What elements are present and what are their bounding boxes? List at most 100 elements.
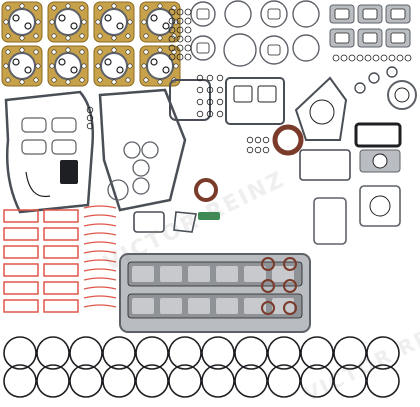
head-gasket: [47, 1, 89, 43]
bolt-hole: [33, 49, 39, 55]
thermostat-gasket: [359, 185, 401, 227]
oil-port: [104, 14, 112, 22]
liner-oring: [267, 336, 301, 370]
bolt-hole: [33, 77, 39, 83]
liner-orings-group: [3, 336, 400, 398]
bolt-hole: [111, 35, 117, 41]
red-gasket: [43, 227, 79, 241]
drain-seal: [283, 257, 297, 271]
seal-ring: [388, 54, 396, 62]
bolt-hole: [111, 47, 117, 53]
bolt-hole: [79, 49, 85, 55]
red-gasket: [43, 209, 79, 223]
bolt-hole: [19, 47, 25, 53]
small-oring: [176, 53, 184, 61]
small-oring: [168, 44, 176, 52]
small-oring: [168, 17, 176, 25]
head-gaskets-group: [1, 1, 181, 87]
seal-ring: [380, 54, 388, 62]
liner-oring: [333, 336, 367, 370]
liner-oring: [234, 336, 268, 370]
small-oring: [176, 8, 184, 16]
bolt-hole: [97, 33, 103, 39]
red-gasket: [3, 299, 39, 313]
bolt-hole: [127, 63, 133, 69]
drain-seal: [283, 279, 297, 293]
liner-oring: [267, 364, 301, 398]
drain-seal: [261, 301, 275, 315]
seal-ring: [340, 54, 348, 62]
liner-oring: [300, 364, 334, 398]
cover-hole: [107, 179, 129, 201]
black-seal-block: [60, 160, 78, 184]
red-gasket: [43, 281, 79, 295]
assorted-gaskets: [133, 76, 402, 245]
inner-cutout: [267, 44, 281, 56]
bolt-hole: [81, 19, 87, 25]
head-gasket: [1, 45, 43, 87]
oil-port: [12, 14, 20, 22]
bolt-hole: [125, 49, 131, 55]
bank-cutout: [244, 266, 266, 282]
port-cutout: [362, 8, 378, 20]
washer: [206, 86, 214, 94]
bank-cutout: [272, 298, 294, 314]
inner-cutout: [196, 8, 210, 20]
oil-port: [12, 58, 20, 66]
bolt-hole: [97, 77, 103, 83]
bolt-hole: [19, 3, 25, 9]
cover-hole: [132, 159, 150, 177]
washer: [196, 86, 204, 94]
small-oring: [176, 17, 184, 25]
small-oring: [168, 53, 176, 61]
small-oring: [184, 26, 192, 34]
liner-oring: [234, 364, 268, 398]
cover-cutout: [51, 139, 77, 155]
seal-ring: [372, 54, 380, 62]
bolt-hole: [33, 33, 39, 39]
shaft-seal: [194, 178, 218, 202]
pump-gasket: [294, 76, 348, 141]
washer: [196, 74, 204, 82]
timing-cover-gasket: [98, 88, 187, 212]
port-cutout: [362, 32, 378, 44]
liner-oring: [36, 336, 70, 370]
front-cover-gasket: [4, 90, 94, 214]
bolt-hole: [49, 63, 55, 69]
washer: [216, 98, 224, 106]
flat-washer: [386, 66, 398, 78]
bolt-hole: [5, 49, 11, 55]
crank-seal: [272, 124, 304, 156]
bolt-hole: [65, 79, 71, 85]
oil-port: [58, 14, 66, 22]
small-oring: [184, 8, 192, 16]
bolt-hole: [143, 33, 149, 39]
bolt-hole: [173, 63, 179, 69]
green-seal: [198, 212, 220, 220]
round-gasket: [223, 33, 257, 67]
bolt-hole: [65, 35, 71, 41]
liner-oring: [201, 364, 235, 398]
round-gasket: [260, 0, 288, 28]
round-gasket: [292, 34, 320, 62]
seal-ring: [348, 54, 356, 62]
red-seal-strip: [83, 223, 117, 227]
intake-gasket: [225, 77, 285, 125]
water-port: [70, 22, 78, 30]
bolt-hole: [125, 33, 131, 39]
drain-seal: [283, 301, 297, 315]
liner-oring: [135, 336, 169, 370]
bolt-hole: [5, 77, 11, 83]
small-oring: [168, 35, 176, 43]
head-gasket: [139, 1, 181, 43]
oil-port: [150, 14, 158, 22]
washer: [246, 146, 254, 154]
bolt-hole: [143, 77, 149, 83]
bolt-hole: [51, 49, 57, 55]
cover-cutout: [21, 117, 47, 133]
bolt-hole: [49, 19, 55, 25]
intake-port: [257, 85, 277, 103]
washer: [196, 98, 204, 106]
bolt-hole: [65, 47, 71, 53]
